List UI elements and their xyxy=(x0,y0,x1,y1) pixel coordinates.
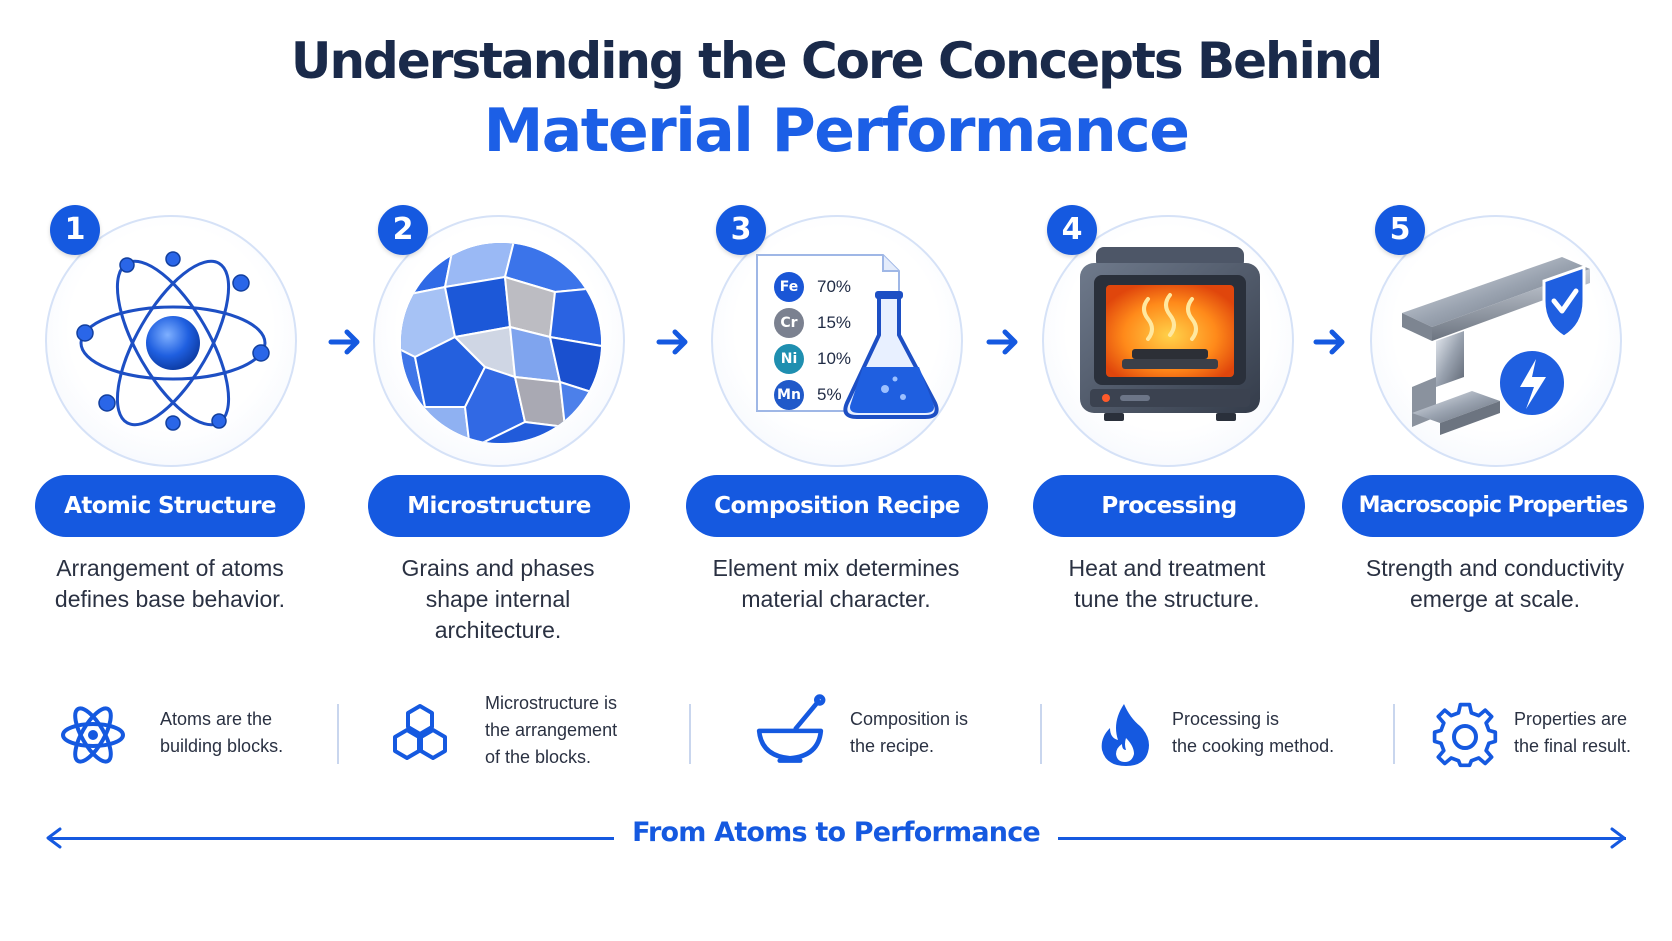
step-macroscopic-properties: 5 Macroscopic Properties Strength and co… xyxy=(1342,205,1645,675)
step-1-illustration xyxy=(45,215,297,467)
step-4-description: Heat and treatment tune the structure. xyxy=(1068,555,1266,612)
element-symbol-cr: Cr xyxy=(780,315,798,331)
flow-arrow-icon xyxy=(656,329,688,355)
concept-properties: Properties are the final result. xyxy=(1430,690,1650,780)
step-3-illustration: Fe Cr Ni Mn 70% 15% 10% 5% xyxy=(711,215,963,467)
element-percent-fe: 70% xyxy=(817,277,852,296)
step-4-badge: 4 xyxy=(1047,205,1097,255)
concept-processing: Processing is the cooking method. xyxy=(1090,690,1370,780)
step-composition-recipe: Fe Cr Ni Mn 70% 15% 10% 5% 3 Composition… xyxy=(686,205,988,675)
step-1-label: Atomic Structure xyxy=(35,475,305,537)
timeline-line-left xyxy=(48,837,614,840)
step-microstructure: 2 Microstructure Grains and phases shape… xyxy=(348,205,648,675)
concept-composition-text: Composition is the recipe. xyxy=(850,709,969,756)
concept-composition: Composition is the recipe. xyxy=(750,690,1010,780)
recipe-flask-icon xyxy=(756,254,939,419)
element-percent-mn: 5% xyxy=(817,385,842,404)
page-title: Understanding the Core Concepts Behind M… xyxy=(0,28,1672,168)
step-5-badge: 5 xyxy=(1375,205,1425,255)
step-3-badge: 3 xyxy=(716,205,766,255)
atom-icon xyxy=(76,251,270,431)
element-symbol-fe: Fe xyxy=(779,279,799,295)
hexagon-cluster-icon xyxy=(393,704,447,760)
step-2-badge: 2 xyxy=(378,205,428,255)
concept-microstructure: Microstructure is the arrangement of the… xyxy=(385,690,685,780)
element-percent-ni: 10% xyxy=(817,349,852,368)
step-processing: 4 Processing Heat and treatment tune the… xyxy=(1017,205,1317,675)
step-5-label: Macroscopic Properties xyxy=(1342,475,1644,537)
element-list xyxy=(774,272,804,410)
footer-label: From Atoms to Performance xyxy=(632,817,1041,848)
concept-divider xyxy=(337,704,339,764)
timeline-line-right xyxy=(1058,837,1626,840)
steel-beam-icon xyxy=(1402,257,1590,435)
step-4-label: Processing xyxy=(1033,475,1305,537)
step-1-description: Arrangement of atoms defines base behavi… xyxy=(54,555,286,612)
step-2-label: Microstructure xyxy=(368,475,630,537)
grain-structure-icon xyxy=(401,243,601,443)
step-5-illustration xyxy=(1370,215,1622,467)
step-4-illustration xyxy=(1042,215,1294,467)
concept-microstructure-text: Microstructure is the arrangement of the… xyxy=(485,693,618,767)
concept-atoms-text: Atoms are the building blocks. xyxy=(160,709,284,756)
furnace-icon xyxy=(1080,247,1260,421)
concept-atoms: Atoms are the building blocks. xyxy=(58,690,318,780)
concept-divider xyxy=(1393,704,1395,764)
element-symbol-mn: Mn xyxy=(777,387,801,403)
step-1-badge: 1 xyxy=(50,205,100,255)
concept-divider xyxy=(1040,704,1042,764)
concept-processing-text: Processing is the cooking method. xyxy=(1172,709,1335,756)
concept-properties-text: Properties are the final result. xyxy=(1514,709,1632,756)
gear-icon xyxy=(1432,702,1498,768)
flow-arrow-icon xyxy=(1313,329,1345,355)
step-5-description: Strength and conductivity emerge at scal… xyxy=(1365,555,1625,612)
flame-icon xyxy=(1101,704,1149,766)
step-3-description: Element mix determines material characte… xyxy=(712,555,960,612)
step-atomic-structure: 1 Atomic Structure Arrangement of atoms … xyxy=(20,205,320,675)
element-percent-cr: 15% xyxy=(817,313,852,332)
step-2-description: Grains and phases shape internal archite… xyxy=(401,555,595,643)
flow-arrow-icon xyxy=(986,329,1018,355)
step-2-illustration xyxy=(373,215,625,467)
arrow-right-icon xyxy=(1610,827,1626,849)
concept-divider xyxy=(689,704,691,764)
title-line-2: Material Performance xyxy=(483,96,1190,166)
title-line-1: Understanding the Core Concepts Behind xyxy=(290,32,1383,90)
atom-outline-icon xyxy=(61,706,125,764)
step-3-label: Composition Recipe xyxy=(686,475,988,537)
flow-arrow-icon xyxy=(328,329,360,355)
element-symbol-ni: Ni xyxy=(780,351,798,367)
mixing-bowl-icon xyxy=(756,694,826,763)
